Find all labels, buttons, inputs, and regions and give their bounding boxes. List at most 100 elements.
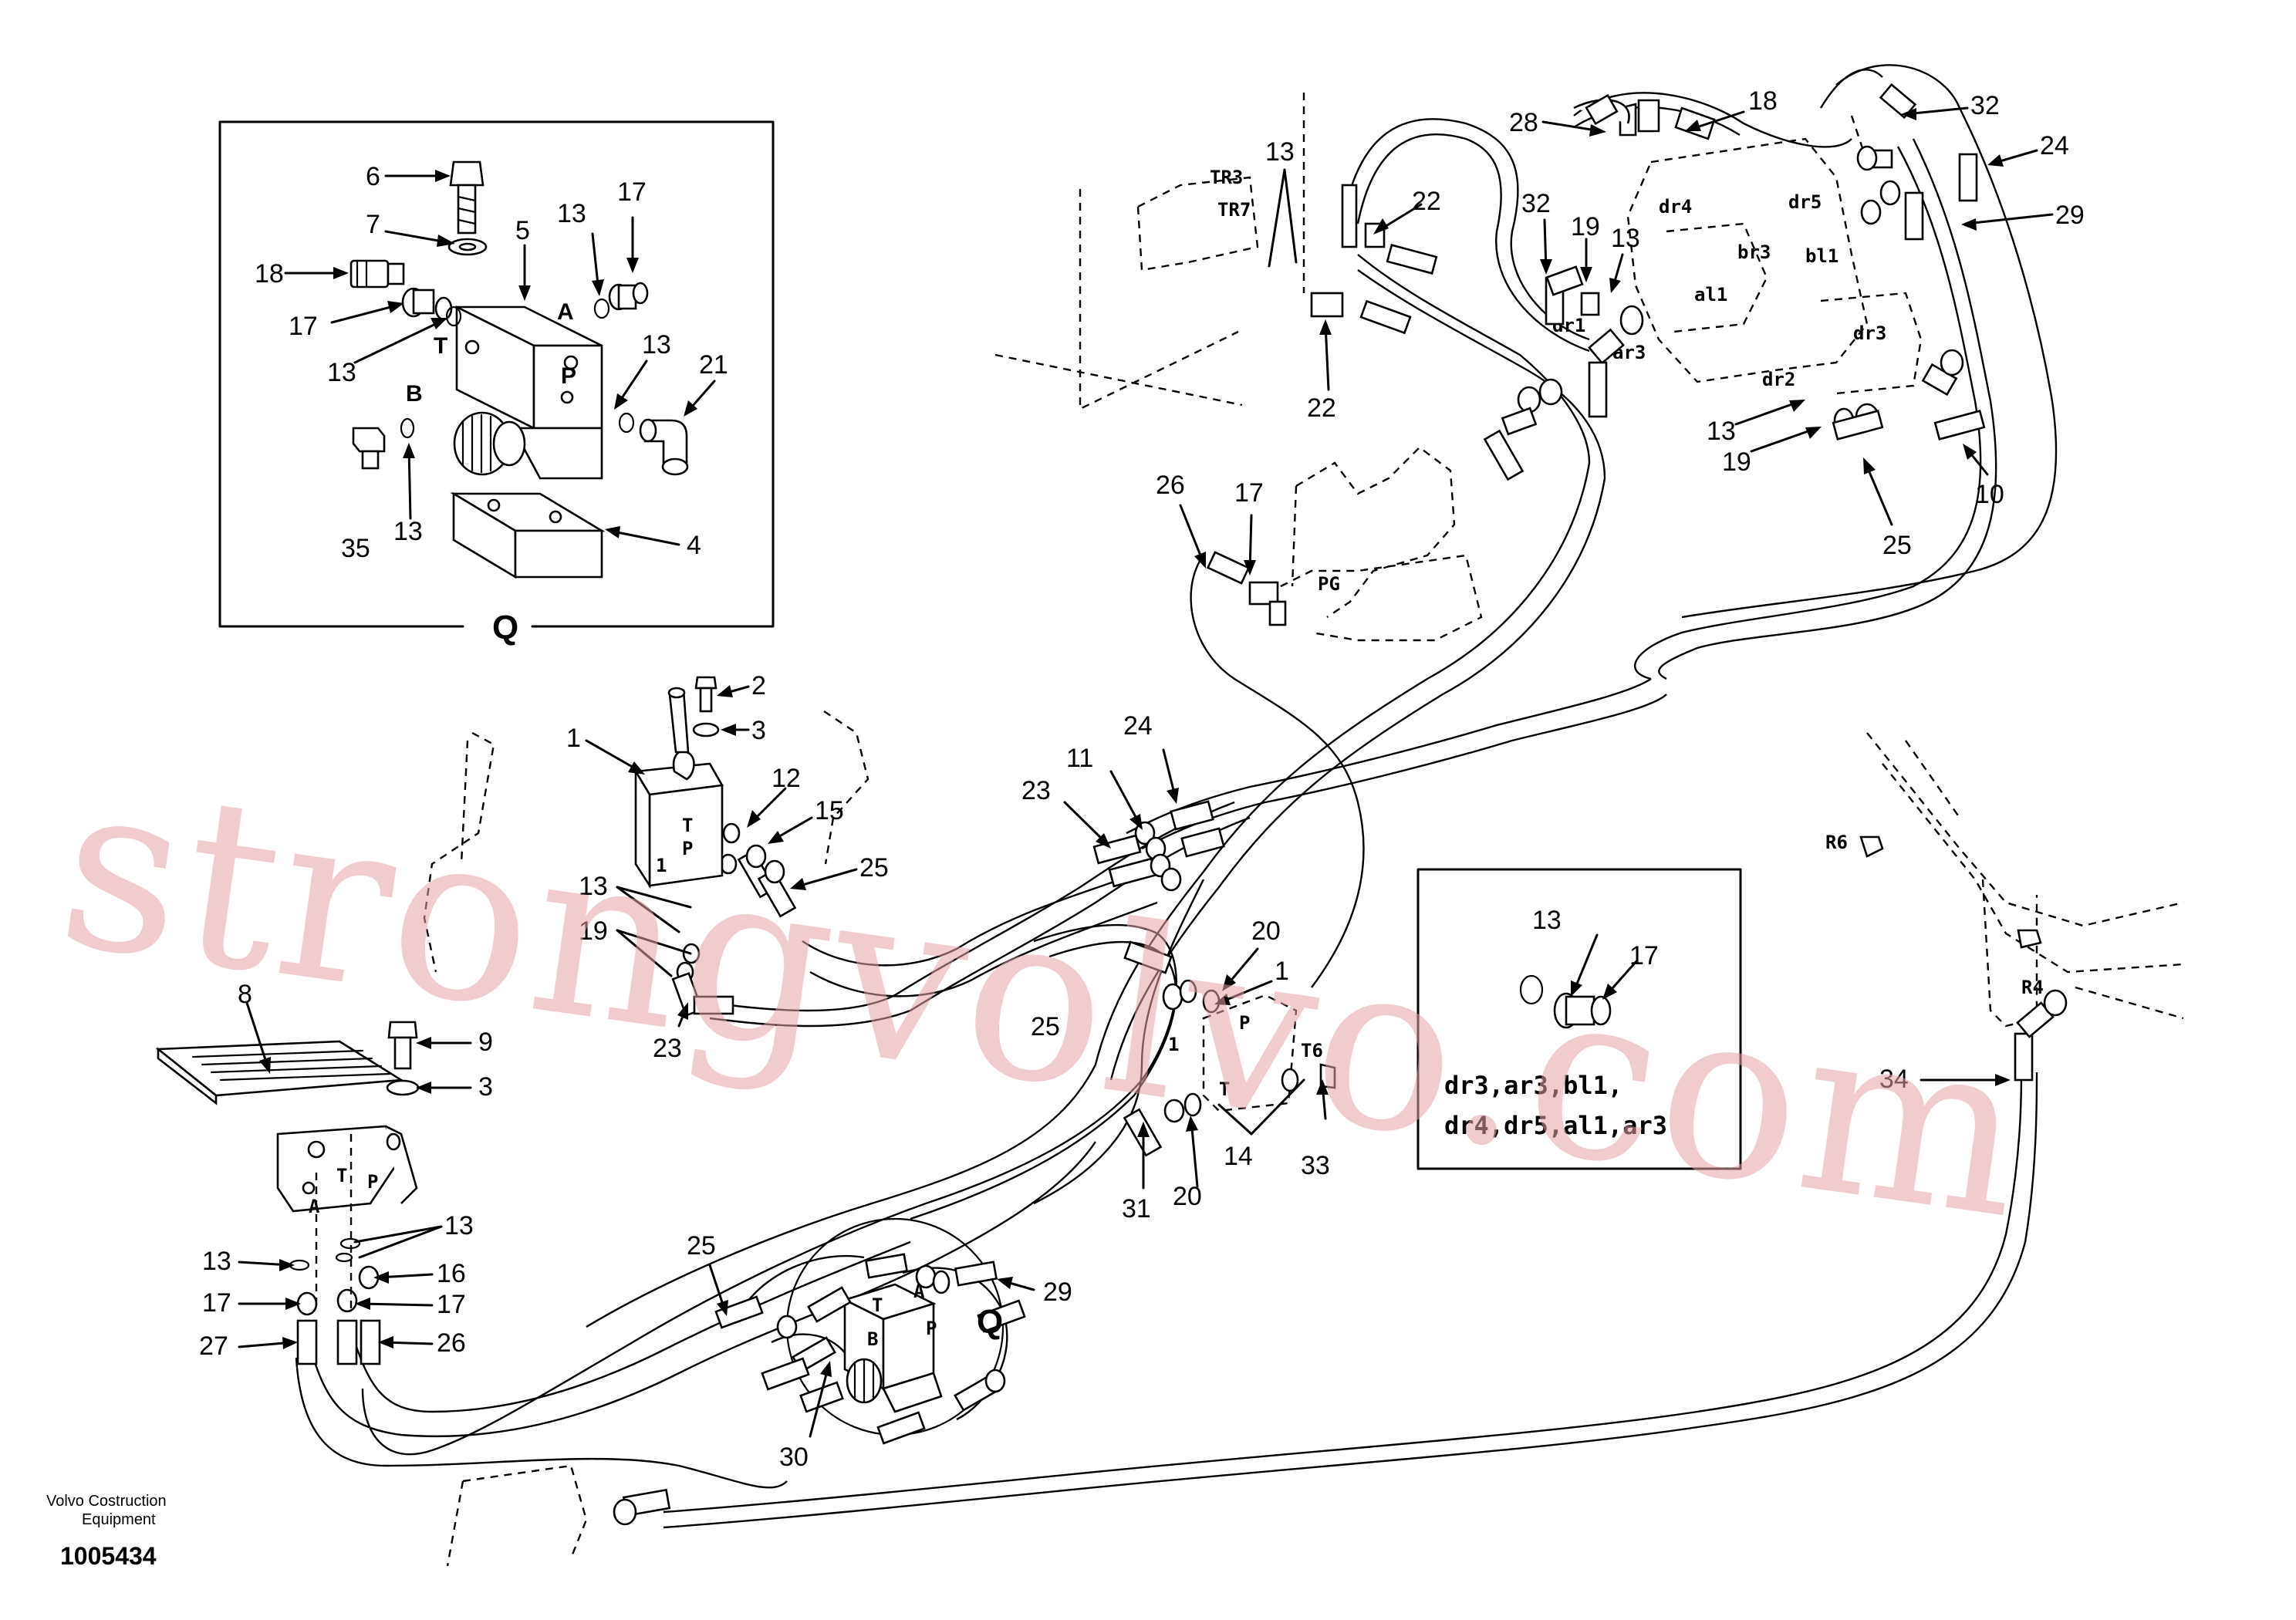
callout-13: 13 [557, 199, 586, 228]
port-dr3: dr3 [1853, 322, 1886, 344]
port-tr3: TR3 [1210, 167, 1243, 188]
callout-numbers: 28 18 32 24 13 22 32 19 13 29 22 13 19 2… [199, 86, 2085, 1472]
joystick-port-t: T [682, 815, 693, 836]
callout-34: 34 [1879, 1065, 1909, 1094]
o-ring-icon [400, 417, 415, 439]
callout-13c: 13 [1707, 417, 1736, 446]
callout-25d: 25 [687, 1231, 716, 1261]
valve-block-icon: A T P B [406, 299, 603, 480]
callout-25b: 25 [859, 853, 889, 883]
lower-q-port-p: P [926, 1318, 937, 1339]
company-line-1: Volvo Costruction [46, 1493, 167, 1510]
callout-13d: 13 [393, 517, 423, 546]
callout-24: 24 [2040, 131, 2069, 160]
callout-18: 18 [255, 259, 284, 289]
lower-q-port-b: B [867, 1328, 878, 1350]
fitting-17-icon [401, 287, 453, 321]
pilot-joystick-icon: T P 1 [633, 676, 724, 889]
callout-26b: 26 [437, 1328, 466, 1358]
callout-14: 14 [1224, 1142, 1253, 1171]
callout-5: 5 [515, 216, 530, 245]
bolt-icon [449, 160, 485, 235]
frame-structure-outline: R6 R4 [1825, 732, 2184, 1028]
callout-8: 8 [238, 980, 252, 1009]
callout-20: 20 [1251, 916, 1281, 946]
callout-17c: 17 [437, 1290, 466, 1319]
port-r4: R4 [2021, 977, 2044, 998]
callout-17: 17 [1629, 941, 1659, 970]
callout-13: 13 [1532, 906, 1562, 935]
main-control-valve-outline: TR3 TR7 dr4 dr5 br3 bl1 dr1 al1 ar3 dr3 … [994, 93, 1923, 410]
detail-fittings-panel: 13 17 dr3,ar3,bl1, dr4,dr5,al1,ar3 [1416, 868, 1742, 1170]
callout-17b: 17 [202, 1288, 231, 1318]
callout-23b: 23 [1021, 776, 1051, 805]
port-pg: PG [1318, 573, 1340, 595]
elbow-21-icon [639, 418, 689, 476]
lower-q-port-t: T [872, 1294, 883, 1316]
callout-17b: 17 [289, 312, 318, 341]
callout-13b: 13 [1611, 224, 1640, 253]
callout-25c: 25 [1031, 1012, 1060, 1041]
callout-33: 33 [1301, 1151, 1330, 1180]
o-ring-icon [593, 298, 610, 319]
pedal-port-t: T [336, 1165, 347, 1186]
tee-fitting [1310, 292, 1344, 318]
callout-23: 23 [653, 1034, 682, 1063]
callout-28: 28 [1509, 108, 1538, 137]
port-br3: br3 [1737, 241, 1771, 263]
plug-35-icon [352, 427, 386, 470]
callout-4: 4 [687, 531, 701, 560]
port-p-label: P [561, 363, 576, 389]
callout-31: 31 [1122, 1194, 1151, 1223]
travel-pedal-icon: T P A [155, 1021, 420, 1311]
detail-q-panel: Q A T P B [218, 120, 775, 646]
callout-13f: 13 [202, 1247, 231, 1276]
port-b-label: B [406, 381, 423, 407]
callout-19c: 19 [579, 916, 608, 946]
port-bl1: bl1 [1805, 245, 1838, 267]
callout-12: 12 [772, 764, 801, 793]
callout-15: 15 [815, 796, 844, 825]
callout-29: 29 [2055, 201, 2085, 230]
callout-2: 2 [751, 671, 766, 700]
callout-22b: 22 [1307, 393, 1336, 423]
callout-3b: 3 [478, 1072, 493, 1102]
drawing-number: 1005434 [60, 1542, 157, 1570]
callout-9: 9 [478, 1028, 493, 1057]
callout-21: 21 [699, 350, 728, 380]
port-list-line-1: dr3,ar3,bl1, [1444, 1071, 1622, 1100]
callout-32: 32 [1970, 91, 2000, 120]
callout-19: 19 [1571, 212, 1600, 241]
lower-valve-q-icon: A T B P [714, 1217, 1026, 1445]
o-ring-icon [1519, 974, 1544, 1005]
pedal-port-a: A [309, 1196, 320, 1217]
hose-routing [295, 64, 2058, 1529]
port-1-small: 1 [1168, 1034, 1179, 1055]
pilot-pump-outline: PG [1280, 446, 1483, 642]
callout-10: 10 [1975, 480, 2004, 509]
fitting-18-icon [349, 259, 405, 289]
callout-19b: 19 [1722, 447, 1751, 477]
detail-q-callouts: 6 7 5 13 17 18 17 13 13 21 35 13 4 [255, 162, 728, 563]
callout-30: 30 [779, 1443, 809, 1472]
callout-27: 27 [199, 1331, 228, 1361]
port-t-label: T [434, 333, 447, 359]
callout-1: 1 [566, 724, 581, 753]
joystick-port-p: P [682, 838, 693, 859]
callout-26: 26 [1156, 471, 1185, 500]
port-p-small: P [1239, 1012, 1250, 1034]
callout-7: 7 [366, 210, 380, 239]
callout-3: 3 [751, 716, 766, 745]
port-r6: R6 [1825, 832, 1848, 853]
callout-13e: 13 [444, 1211, 474, 1240]
callout-24b: 24 [1123, 711, 1153, 741]
callout-29b: 29 [1043, 1277, 1072, 1307]
port-dr4: dr4 [1659, 196, 1692, 218]
joystick-port-1: 1 [656, 855, 667, 876]
callout-6: 6 [366, 162, 380, 191]
callout-1b: 1 [1275, 957, 1289, 986]
callout-13c: 13 [642, 330, 671, 359]
port-al1: al1 [1694, 284, 1727, 305]
operator-console-outline: P T 1 T6 [423, 710, 1323, 1567]
company-line-2: Equipment [82, 1511, 156, 1528]
